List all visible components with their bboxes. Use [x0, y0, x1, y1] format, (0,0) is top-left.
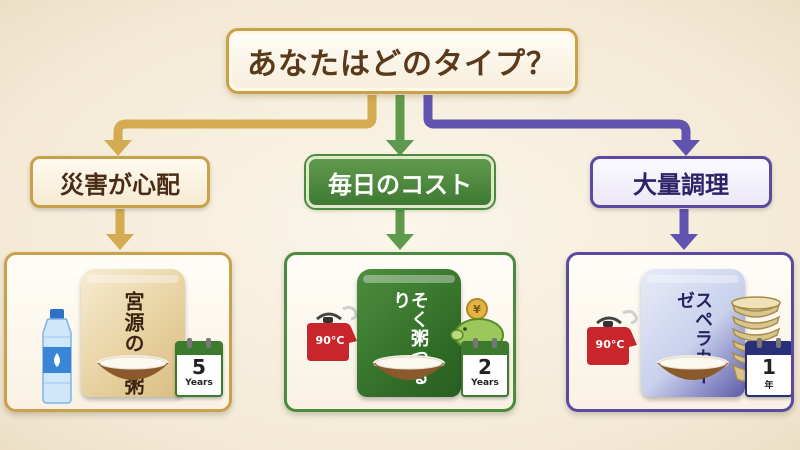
shelf-life-number: 1: [762, 355, 776, 379]
pouch-seal: [87, 275, 179, 283]
svg-text:¥: ¥: [473, 303, 481, 316]
kettle-icon: 90°C: [299, 305, 361, 365]
shelf-life-number: 2: [478, 355, 492, 379]
product-pouch-superacase: スペラカーゼ: [641, 269, 745, 397]
shelf-life-unit: Years: [471, 378, 499, 388]
arrow-to-category-3: [423, 95, 691, 142]
product-pouch-sokugayu: そく粥つるり: [357, 269, 461, 397]
water-bottle-icon: [42, 309, 72, 404]
category-label: 災害が心配: [60, 170, 180, 199]
product-panel-2: 90°C そく粥つるり ¥ 2 Years: [284, 252, 516, 412]
question-title-box: あなたはどのタイプ？: [226, 28, 578, 94]
product-pouch-miyagen: 宮源のお粥: [81, 269, 185, 397]
pouch-seal: [363, 275, 455, 283]
category-label: 毎日のコスト: [328, 170, 472, 199]
kettle-graphic: [587, 309, 638, 365]
arrowhead-panel-3: [670, 234, 698, 250]
question-title: あなたはどのタイプ？: [247, 47, 557, 82]
shelf-life-unit: 年: [764, 381, 774, 391]
shelf-life-calendar: 2 Years: [461, 341, 509, 397]
category-disaster: 災害が心配: [30, 156, 210, 208]
calendar-header: [177, 343, 221, 355]
shelf-life-number: 5: [192, 355, 206, 379]
calendar-header: [463, 343, 507, 355]
arrowhead-panel-1: [106, 234, 134, 250]
kettle-graphic: [307, 305, 358, 361]
kettle-icon: 90°C: [579, 309, 641, 369]
arrowhead-category-3: [672, 140, 700, 156]
category-label: 大量調理: [633, 170, 729, 199]
kettle-temperature: 90°C: [595, 338, 625, 351]
kettle-temperature: 90°C: [315, 334, 345, 347]
porridge-bowl-icon: [373, 355, 445, 380]
arrowhead-category-2: [386, 140, 414, 156]
category-daily-cost: 毎日のコスト: [306, 156, 494, 208]
arrow-to-category-1: [113, 95, 377, 142]
category-bulk-cooking: 大量調理: [590, 156, 772, 208]
product-panel-3: 90°C スペラカーゼ 1 年: [566, 252, 794, 412]
porridge-bowl-icon: [657, 355, 729, 380]
calendar-header: [747, 343, 791, 355]
arrowhead-panel-2: [386, 234, 414, 250]
shelf-life-calendar: 5 Years: [175, 341, 223, 397]
arrowhead-category-1: [104, 140, 132, 156]
shelf-life-unit: Years: [185, 378, 213, 388]
shelf-life-calendar: 1 年: [745, 341, 791, 397]
product-panel-1: 宮源のお粥 5 Years: [4, 252, 232, 412]
pouch-seal: [647, 275, 739, 283]
porridge-bowl-icon: [97, 355, 169, 380]
